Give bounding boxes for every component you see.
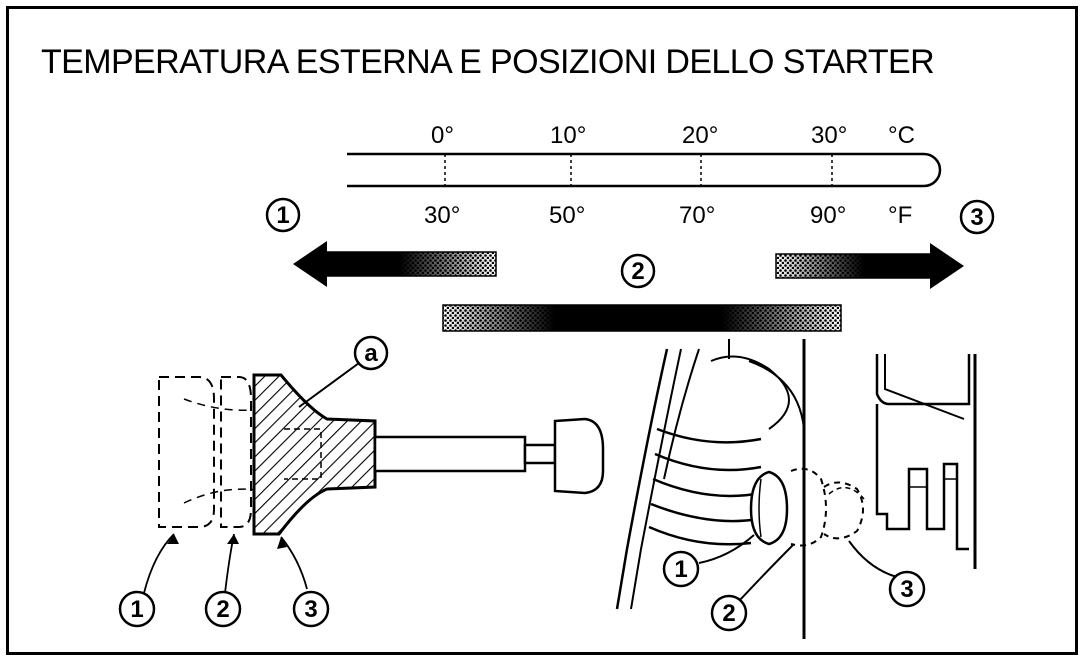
celsius-tick-label: 30° [811,122,847,149]
callout-a: a [298,335,389,408]
position-bands: 1 2 3 [265,197,995,332]
left-arrow-head [293,241,327,287]
svg-text:1: 1 [276,202,289,229]
lever-position-2 [790,467,827,547]
right-arrow-head [930,243,964,289]
svg-text:2: 2 [631,258,644,285]
lever-position-1 [749,470,789,546]
choke-shaft [373,435,527,473]
celsius-tick-label: 20° [682,122,718,149]
thermometer-tube [347,152,942,188]
engine-label-position-1: 1 [662,550,700,588]
choke-knob-detail: a 1 2 3 [118,335,605,628]
celsius-tick-label: 0° [431,122,454,149]
knob-label-position-3: 3 [292,590,330,628]
svg-text:3: 3 [970,204,983,231]
svg-text:3: 3 [900,576,913,603]
svg-text:2: 2 [216,596,229,623]
fahrenheit-tick-label: 70° [679,202,715,229]
band-position-2 [442,304,842,332]
fahrenheit-tick-label: 50° [549,202,585,229]
celsius-unit-label: °C [888,122,915,149]
svg-text:3: 3 [304,596,317,623]
fahrenheit-unit-label: °F [888,202,912,229]
svg-text:1: 1 [674,556,687,583]
number-circle-position-2: 2 [620,253,656,289]
lever-position-3 [823,481,864,540]
knob-label-position-2: 2 [204,590,242,628]
celsius-tick-label: 10° [550,122,586,149]
choke-end-cap [553,417,605,495]
knob-label-position-1: 1 [118,590,156,628]
fahrenheit-tick-label: 30° [424,202,460,229]
temperature-scale: 0° 10° 20° 30° °C 30° 50° 70° 90° °F [347,122,942,229]
fahrenheit-tick-label: 90° [810,202,846,229]
knob-outline-position-1 [158,376,215,528]
page-title: TEMPERATURA ESTERNA E POSIZIONI DELLO ST… [41,43,935,81]
band-position-3 [775,243,964,289]
diagram-frame: TEMPERATURA ESTERNA E POSIZIONI DELLO ST… [6,6,1078,655]
starter-position-diagram: 0° 10° 20° 30° °C 30° 50° 70° 90° °F 1 [118,122,995,639]
engine-label-position-2: 2 [710,594,748,632]
svg-text:2: 2 [722,600,735,627]
svg-text:a: a [364,340,378,367]
knob-position-3 [252,373,377,536]
number-circle-position-1: 1 [265,197,301,233]
band-position-1 [293,241,497,287]
knob-outline-position-2 [220,376,252,528]
svg-text:1: 1 [130,596,143,623]
number-circle-position-3: 3 [959,199,995,235]
engine-label-position-3: 3 [888,570,926,608]
engine-detail [615,339,977,639]
